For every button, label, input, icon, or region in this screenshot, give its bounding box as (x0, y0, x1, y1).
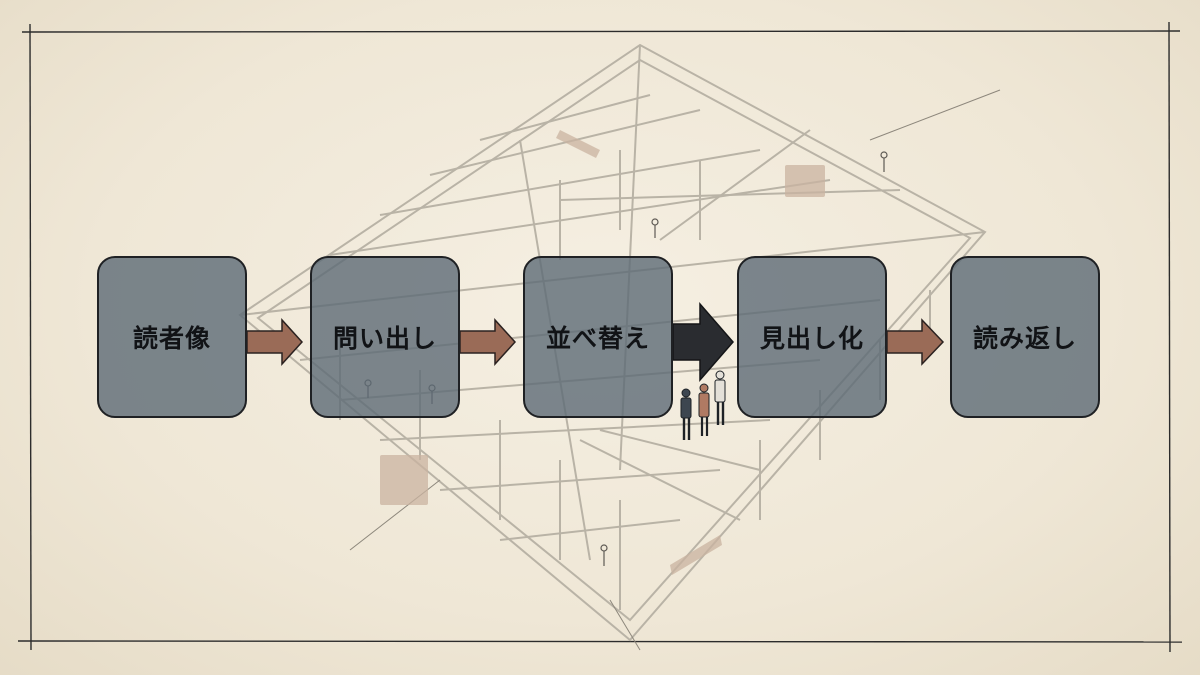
arrow-2 (459, 318, 517, 366)
step-label: 読者像 (132, 324, 211, 353)
step-box-reordering: 並べ替え (523, 256, 673, 418)
step-label: 読み返し (972, 324, 1077, 353)
step-box-question-listing: 問い出し (310, 256, 460, 418)
timber-accents (380, 130, 825, 575)
page-border (17, 21, 1183, 653)
step-label: 並べ替え (545, 324, 650, 353)
arrow-3-emphasized (672, 301, 734, 383)
step-box-reader-persona: 読者像 (97, 256, 247, 418)
step-box-rereading: 読み返し (950, 256, 1100, 418)
step-label: 見出し化 (759, 324, 864, 353)
arrow-1 (246, 318, 304, 366)
step-box-headings: 見出し化 (737, 256, 887, 418)
arrow-4 (886, 318, 945, 366)
flow-arrows (246, 301, 945, 383)
step-label: 問い出し (332, 324, 437, 353)
